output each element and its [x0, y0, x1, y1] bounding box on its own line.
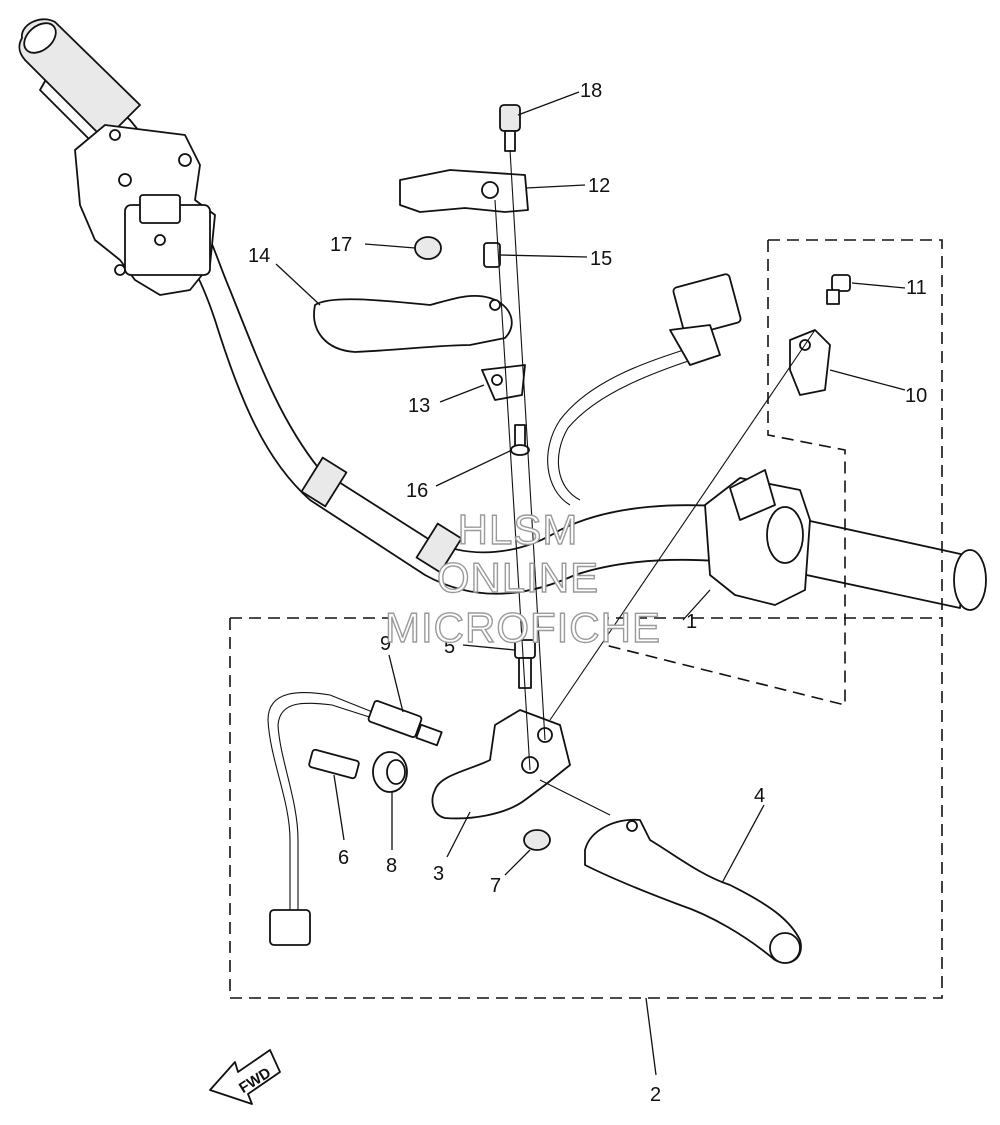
callout-10: 10	[905, 385, 927, 407]
assembly-boundaries	[229, 239, 943, 999]
leader-lines	[275, 91, 906, 1076]
switch-wire-harness	[547, 273, 742, 506]
fwd-arrow-icon: FWD	[209, 1049, 281, 1105]
callout-16: 16	[406, 480, 428, 502]
handlebar-knurling	[300, 456, 463, 574]
adjuster-6	[308, 748, 360, 780]
holder-bracket-12	[399, 169, 529, 213]
plate-13	[481, 364, 526, 401]
screw-11	[826, 274, 851, 305]
callout-17: 17	[330, 234, 352, 256]
watermark-line-3: MICROFICHE	[385, 604, 661, 651]
watermark: HLSM ONLINE MICROFICHE	[384, 505, 661, 651]
nut-7	[523, 829, 551, 851]
callout-14: 14	[248, 245, 270, 267]
watermark-line-1: HLSM	[458, 506, 579, 553]
callout-8: 8	[386, 855, 397, 877]
clutch-lever-4	[584, 818, 802, 964]
callout-5: 5	[444, 636, 455, 658]
brake-master-cylinder	[74, 124, 216, 296]
callout-15: 15	[590, 248, 612, 270]
callout-11: 11	[906, 277, 927, 299]
callout-2: 2	[650, 1084, 661, 1106]
callout-9: 9	[380, 633, 391, 655]
right-handlebar-switch	[704, 469, 811, 606]
watermark-line-2: ONLINE	[437, 554, 599, 601]
clutch-cable-9	[267, 691, 443, 946]
locknut-8	[372, 751, 408, 793]
assembly-lines	[494, 149, 816, 816]
callout-12: 12	[588, 175, 610, 197]
callout-1: 1	[686, 611, 697, 633]
lever-holder-3	[431, 709, 571, 820]
right-grip	[953, 549, 987, 611]
callout-4: 4	[754, 785, 765, 807]
callout-labels: 18 12 17 15 14 13 16 11 10 1 5 9 6 8 3 7…	[248, 80, 927, 1106]
bolt-18	[499, 104, 521, 152]
clamp-10	[789, 329, 831, 396]
bolt-5	[514, 639, 536, 689]
callout-13: 13	[408, 395, 430, 417]
callout-18: 18	[580, 80, 602, 102]
callout-6: 6	[338, 847, 349, 869]
callout-7: 7	[490, 875, 501, 897]
screw-16	[510, 424, 530, 456]
left-grip	[18, 18, 141, 141]
callout-3: 3	[433, 863, 444, 885]
cap-17	[414, 236, 442, 260]
lever-14	[313, 294, 513, 353]
